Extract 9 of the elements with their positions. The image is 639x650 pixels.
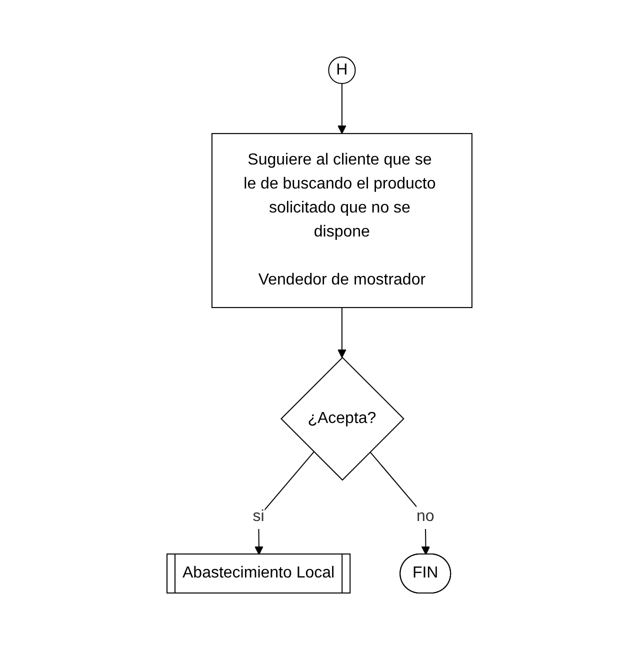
arrow	[338, 307, 346, 358]
node-diamond: ¿Acepta?	[280, 356, 404, 481]
edge-label: no	[416, 508, 434, 526]
arrow	[370, 451, 430, 555]
node-box: Suguiere al cliente que se le de buscando el producto solicitado que no se dispone Vendedor de mostrador	[211, 133, 472, 308]
edge-label: si	[252, 508, 264, 526]
arrow	[254, 451, 314, 555]
arrow	[338, 83, 346, 134]
node-circle: H	[328, 56, 356, 84]
